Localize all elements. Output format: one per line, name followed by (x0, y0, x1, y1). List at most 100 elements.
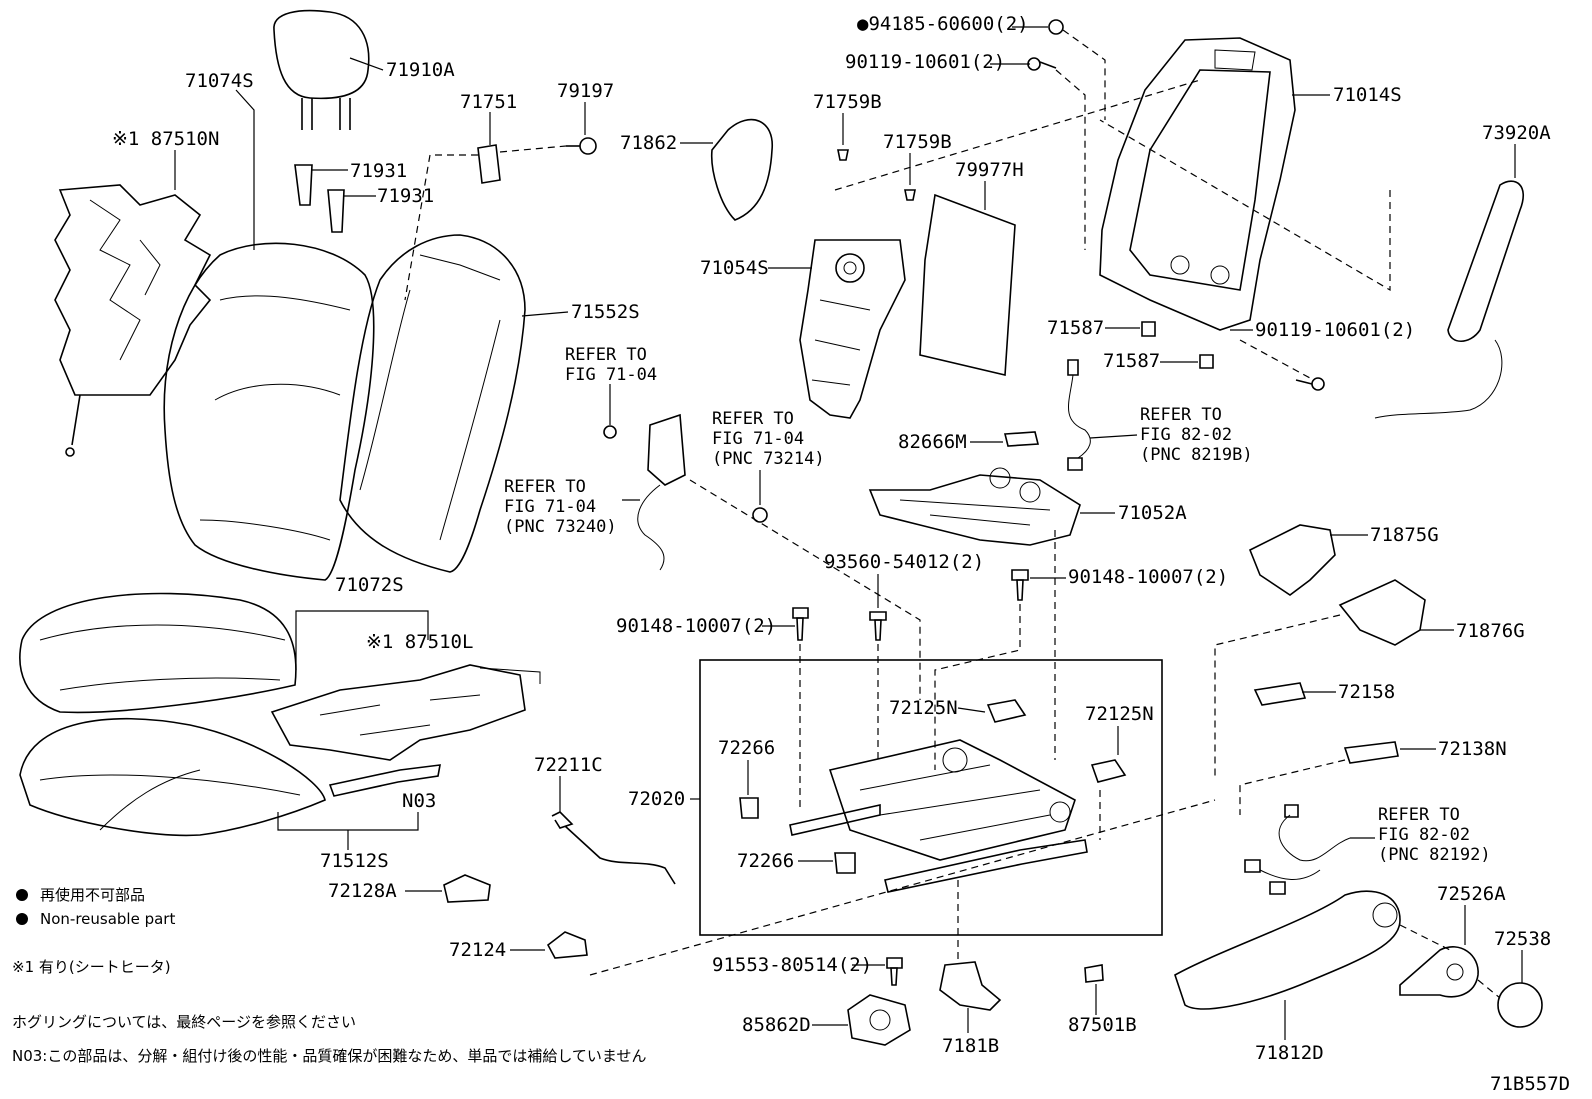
svg-text:(PNC 82192): (PNC 82192) (1378, 845, 1491, 865)
svg-text:REFER TO: REFER TO (712, 409, 794, 429)
clip-71759B-b (904, 189, 916, 201)
label-82666M: 82666M (898, 431, 967, 453)
label-72124: 72124 (449, 939, 506, 961)
note-n03: N03:この部品は、分解・組付け後の性能・品質確保が困難なため、単品では補給して… (12, 1047, 646, 1065)
refer-note-2: REFER TO FIG 71-04 (PNC 73214) (712, 409, 825, 469)
label-72211C: 72211C (534, 754, 603, 776)
bracket-71875G (1248, 524, 1336, 596)
bolt-90119-b (1295, 377, 1325, 391)
svg-text:REFER TO: REFER TO (1378, 805, 1460, 825)
seatback-frame (1099, 37, 1296, 331)
heater-mat-back (54, 184, 212, 457)
label-71512S: 71512S (320, 850, 389, 872)
label-71751: 71751 (460, 91, 517, 113)
clip-71587-a (1141, 321, 1156, 337)
part-82666M (1003, 431, 1040, 447)
wire-72211C (551, 811, 676, 885)
guide-71751 (477, 144, 501, 184)
label-72266-b: 72266 (737, 850, 794, 872)
cover-72124 (546, 931, 588, 959)
side-shield-71812D (1174, 890, 1401, 1010)
legend-seat-heater: ※1 有り(シートヒータ) (12, 958, 171, 976)
label-90119-a: 90119-10601(2) (845, 51, 1005, 73)
cover-72138N (1343, 741, 1399, 764)
side-cover-71862 (710, 118, 773, 221)
label-7181B: 7181B (942, 1035, 999, 1057)
cover-72125N-b (1090, 759, 1127, 783)
label-71931-b: 71931 (377, 185, 434, 207)
label-71552S: 71552S (571, 301, 640, 323)
label-71812D: 71812D (1255, 1042, 1324, 1064)
refer-note-4: REFER TO FIG 82-02 (PNC 8219B) (1140, 405, 1253, 465)
label-72125N-b: 72125N (1085, 703, 1154, 725)
label-90148-a: 90148-10007(2) (1068, 566, 1228, 588)
clip-71587-b (1199, 354, 1214, 369)
svg-text:FIG 71-04: FIG 71-04 (712, 429, 804, 449)
heater-mat-cushion (270, 664, 541, 761)
label-71931-a: 71931 (350, 160, 407, 182)
label-87501B: 87501B (1068, 1014, 1137, 1036)
refer-note-3: REFER TO FIG 71-04 (PNC 73240) (504, 477, 617, 537)
label-90119-b: 90119-10601(2) (1255, 319, 1415, 341)
bolt-90119-a (1027, 57, 1057, 71)
label-94185: ●94185-60600(2) (857, 13, 1029, 35)
label-79977H: 79977H (955, 159, 1024, 181)
lumbar-support-71052A (868, 467, 1081, 546)
label-93560: 93560-54012(2) (824, 551, 984, 573)
cover-72128A (443, 874, 491, 903)
bracket-71876G (1338, 579, 1426, 646)
motor-85862D (847, 994, 911, 1046)
nut-94185 (1048, 19, 1064, 35)
legend-dot-jp (16, 889, 28, 901)
harness-82192 (1244, 804, 1375, 895)
cover-72158 (1253, 682, 1307, 706)
label-79197: 79197 (557, 80, 614, 102)
label-71052A: 71052A (1118, 502, 1187, 524)
svg-text:FIG 82-02: FIG 82-02 (1378, 825, 1470, 845)
bolt-93560 (869, 611, 887, 641)
seat-cushion-pad (19, 717, 326, 837)
label-72526A: 72526A (1437, 883, 1506, 905)
label-N03: N03 (402, 790, 436, 812)
label-71759B-a: 71759B (813, 91, 882, 113)
label-72128A: 72128A (328, 880, 397, 902)
svg-text:FIG 82-02: FIG 82-02 (1140, 425, 1232, 445)
label-71587-b: 71587 (1103, 350, 1160, 372)
part-N03 (328, 764, 441, 797)
airbag-73920A (1374, 180, 1525, 419)
svg-text:REFER TO: REFER TO (504, 477, 586, 497)
label-87510L: ※1 87510L (366, 631, 473, 653)
label-73920A: 73920A (1482, 122, 1551, 144)
label-71759B-b: 71759B (883, 131, 952, 153)
label-71910A: 71910A (386, 59, 455, 81)
buckle-assembly (622, 413, 686, 571)
label-87510N: ※1 87510N (112, 128, 219, 150)
svg-text:(PNC 73214): (PNC 73214) (712, 449, 825, 469)
legend-dot-en (16, 913, 28, 925)
ring-ref (752, 507, 768, 523)
svg-text:FIG 71-04: FIG 71-04 (504, 497, 596, 517)
label-91553: 91553-80514(2) (712, 954, 872, 976)
label-71876G: 71876G (1456, 620, 1525, 642)
bolt-71931 (294, 164, 376, 233)
bolt-90148-b (792, 607, 809, 641)
part-87501B (1084, 964, 1104, 983)
harness-8219B (1067, 359, 1138, 471)
legend-nonreusable-jp: 再使用不可部品 (40, 886, 145, 904)
label-71074S: 71074S (185, 70, 254, 92)
note-hog-ring: ホグリングについては、最終ページを参照ください (12, 1013, 356, 1031)
svg-text:REFER TO: REFER TO (565, 345, 647, 365)
clip-71759B-a (837, 149, 849, 161)
screw-79197 (566, 137, 597, 155)
bolt-91553 (886, 957, 903, 986)
board-79977H (919, 193, 1016, 376)
bolt-90148-a (1011, 569, 1029, 601)
legend-nonreusable-en: Non-reusable part (40, 910, 175, 928)
refer-note-5: REFER TO FIG 82-02 (PNC 82192) (1378, 805, 1491, 865)
svg-text:FIG 71-04: FIG 71-04 (565, 365, 657, 385)
label-71054S: 71054S (700, 257, 769, 279)
label-85862D: 85862D (742, 1014, 811, 1036)
label-72020: 72020 (628, 788, 685, 810)
label-72125N-a: 72125N (889, 697, 958, 719)
label-71014S: 71014S (1333, 84, 1402, 106)
